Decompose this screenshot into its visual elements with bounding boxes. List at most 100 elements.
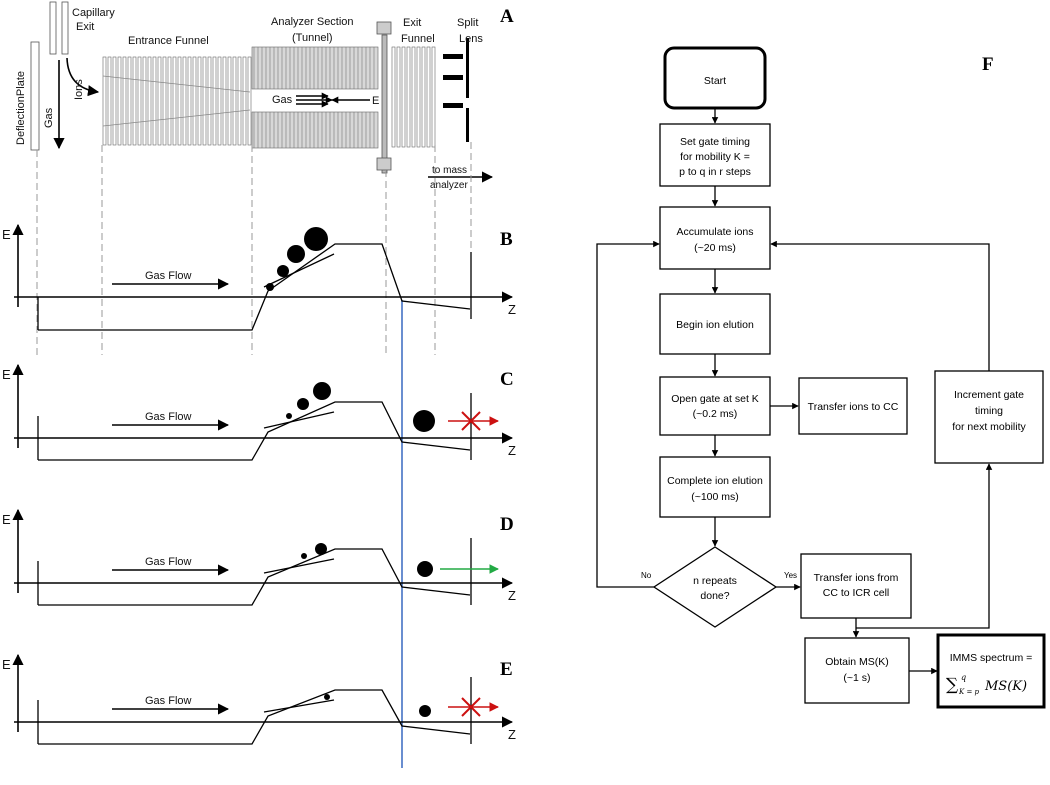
gas-flow-label: Gas Flow — [145, 695, 192, 707]
imms-sum-symbol: ∑ — [946, 675, 958, 695]
z-axis-label: Z — [508, 588, 516, 603]
exit-funnel-electrode-1 — [396, 46, 401, 148]
complete-elution-line-1: Complete ion elution — [667, 475, 763, 487]
exit-funnel-electrode-6 — [421, 46, 426, 148]
ramp-line — [263, 699, 335, 713]
arrow-to-increment — [856, 463, 993, 629]
deflection-plate-label: DeflectionPlate — [15, 71, 27, 145]
gas-flow-label: Gas Flow — [145, 270, 192, 282]
funnel-electrode-21 — [207, 56, 212, 146]
ion-packet-0 — [286, 413, 292, 419]
y-axis-label: E — [2, 512, 11, 527]
funnel-electrode-16 — [182, 56, 187, 146]
gate-electrode — [381, 34, 388, 174]
tunnel-lower-stack — [251, 111, 379, 149]
y-axis-label: E — [2, 367, 11, 382]
entrance-funnel — [102, 56, 252, 146]
open-gate-box — [659, 376, 771, 436]
exit-funnel — [391, 46, 436, 148]
panel-label-a: A — [500, 6, 514, 27]
exit-funnel-label-1: Exit — [403, 17, 421, 29]
panel-label-f: F — [982, 54, 994, 75]
gate-top-cap — [376, 21, 392, 35]
obtain-ms-line-1: Obtain MS(K) — [825, 656, 889, 668]
flowchart-panel: F Start Set gate timing for mobility K =… — [596, 46, 1046, 709]
exit-funnel-electrode-3 — [406, 46, 411, 148]
potential-curve — [38, 548, 471, 606]
split-lens-inner-bottom — [443, 103, 463, 108]
to-mass-label-1: to mass — [432, 165, 467, 176]
funnel-electrode-14 — [172, 56, 177, 146]
accumulate-line-1: Accumulate ions — [676, 226, 753, 238]
funnel-electrode-9 — [147, 56, 152, 146]
funnel-electrode-22 — [212, 56, 217, 146]
tunnel-gas-label: Gas — [272, 94, 293, 106]
funnel-electrode-19 — [197, 56, 202, 146]
to-mass-label-2: analyzer — [430, 180, 468, 191]
exit-funnel-label-2: Funnel — [401, 33, 435, 45]
ramp-line — [263, 411, 335, 429]
entrance-funnel-label: Entrance Funnel — [128, 35, 209, 47]
funnel-electrode-15 — [177, 56, 182, 146]
tunnel-upper-stack — [251, 46, 379, 90]
funnel-electrode-7 — [137, 56, 142, 146]
z-axis-label: Z — [508, 302, 516, 317]
potential-curve — [38, 243, 471, 331]
ion-packet-2 — [417, 561, 433, 577]
funnel-electrode-17 — [187, 56, 192, 146]
set-gate-line-1: Set gate timing — [680, 136, 750, 148]
ion-packet-2 — [287, 245, 305, 263]
funnel-electrode-1 — [107, 56, 112, 146]
funnel-electrode-2 — [112, 56, 117, 146]
analyzer-tunnel — [251, 46, 379, 149]
ion-packet-2 — [313, 382, 331, 400]
ions-label: Ions — [73, 79, 85, 100]
funnel-electrode-4 — [122, 56, 127, 146]
decision-diamond — [652, 546, 778, 628]
funnel-electrode-26 — [232, 56, 237, 146]
imms-label: IMMS spectrum = — [950, 652, 1033, 664]
capillary-label-1: Capillary — [72, 7, 115, 19]
exit-funnel-electrode-7 — [426, 46, 431, 148]
analyzer-label-2: (Tunnel) — [292, 32, 333, 44]
imms-sum-upper: q — [961, 673, 966, 682]
blocked-cross — [461, 697, 481, 717]
split-lens-plate-bottom — [466, 108, 469, 142]
potential-curve — [38, 689, 471, 745]
arrow-no-loop — [596, 240, 660, 588]
open-gate-line-1: Open gate at set K — [671, 393, 759, 405]
blocked-cross — [461, 411, 481, 431]
funnel-electrode-11 — [157, 56, 162, 146]
capillary-right-wall — [61, 1, 69, 55]
exit-funnel-electrode-0 — [391, 46, 396, 148]
funnel-taper-lines — [102, 75, 251, 127]
split-lens-plate-top — [466, 38, 469, 98]
transfer-cc-box — [798, 377, 908, 435]
capillary-left-wall — [49, 1, 57, 55]
panel-label-B: B — [500, 229, 513, 250]
funnel-electrode-0 — [102, 56, 107, 146]
complete-elution-box — [659, 456, 771, 518]
z-axis-label: Z — [508, 443, 516, 458]
funnel-electrode-8 — [142, 56, 147, 146]
funnel-electrode-10 — [152, 56, 157, 146]
funnel-electrode-23 — [217, 56, 222, 146]
panel-label-E: E — [500, 659, 513, 680]
increment-line-1: Increment gate — [954, 389, 1024, 401]
schematic-panel: A DeflectionPlate Capillary Exit Gas Ion… — [15, 1, 514, 191]
potential-panel-B: E Z B Gas Flow — [2, 223, 516, 331]
transfer-cc-label: Transfer ions to CC — [808, 401, 899, 413]
ion-packet-0 — [324, 694, 330, 700]
y-axis-label: E — [2, 227, 11, 242]
funnel-electrode-29 — [247, 56, 252, 146]
gate-bottom-cap — [376, 157, 392, 171]
funnel-electrode-5 — [127, 56, 132, 146]
accumulate-line-2: (~20 ms) — [694, 242, 736, 254]
yes-label: Yes — [784, 571, 797, 580]
gas-flow-label: Gas Flow — [145, 411, 192, 423]
transfer-icr-line-1: Transfer ions from — [814, 572, 899, 584]
